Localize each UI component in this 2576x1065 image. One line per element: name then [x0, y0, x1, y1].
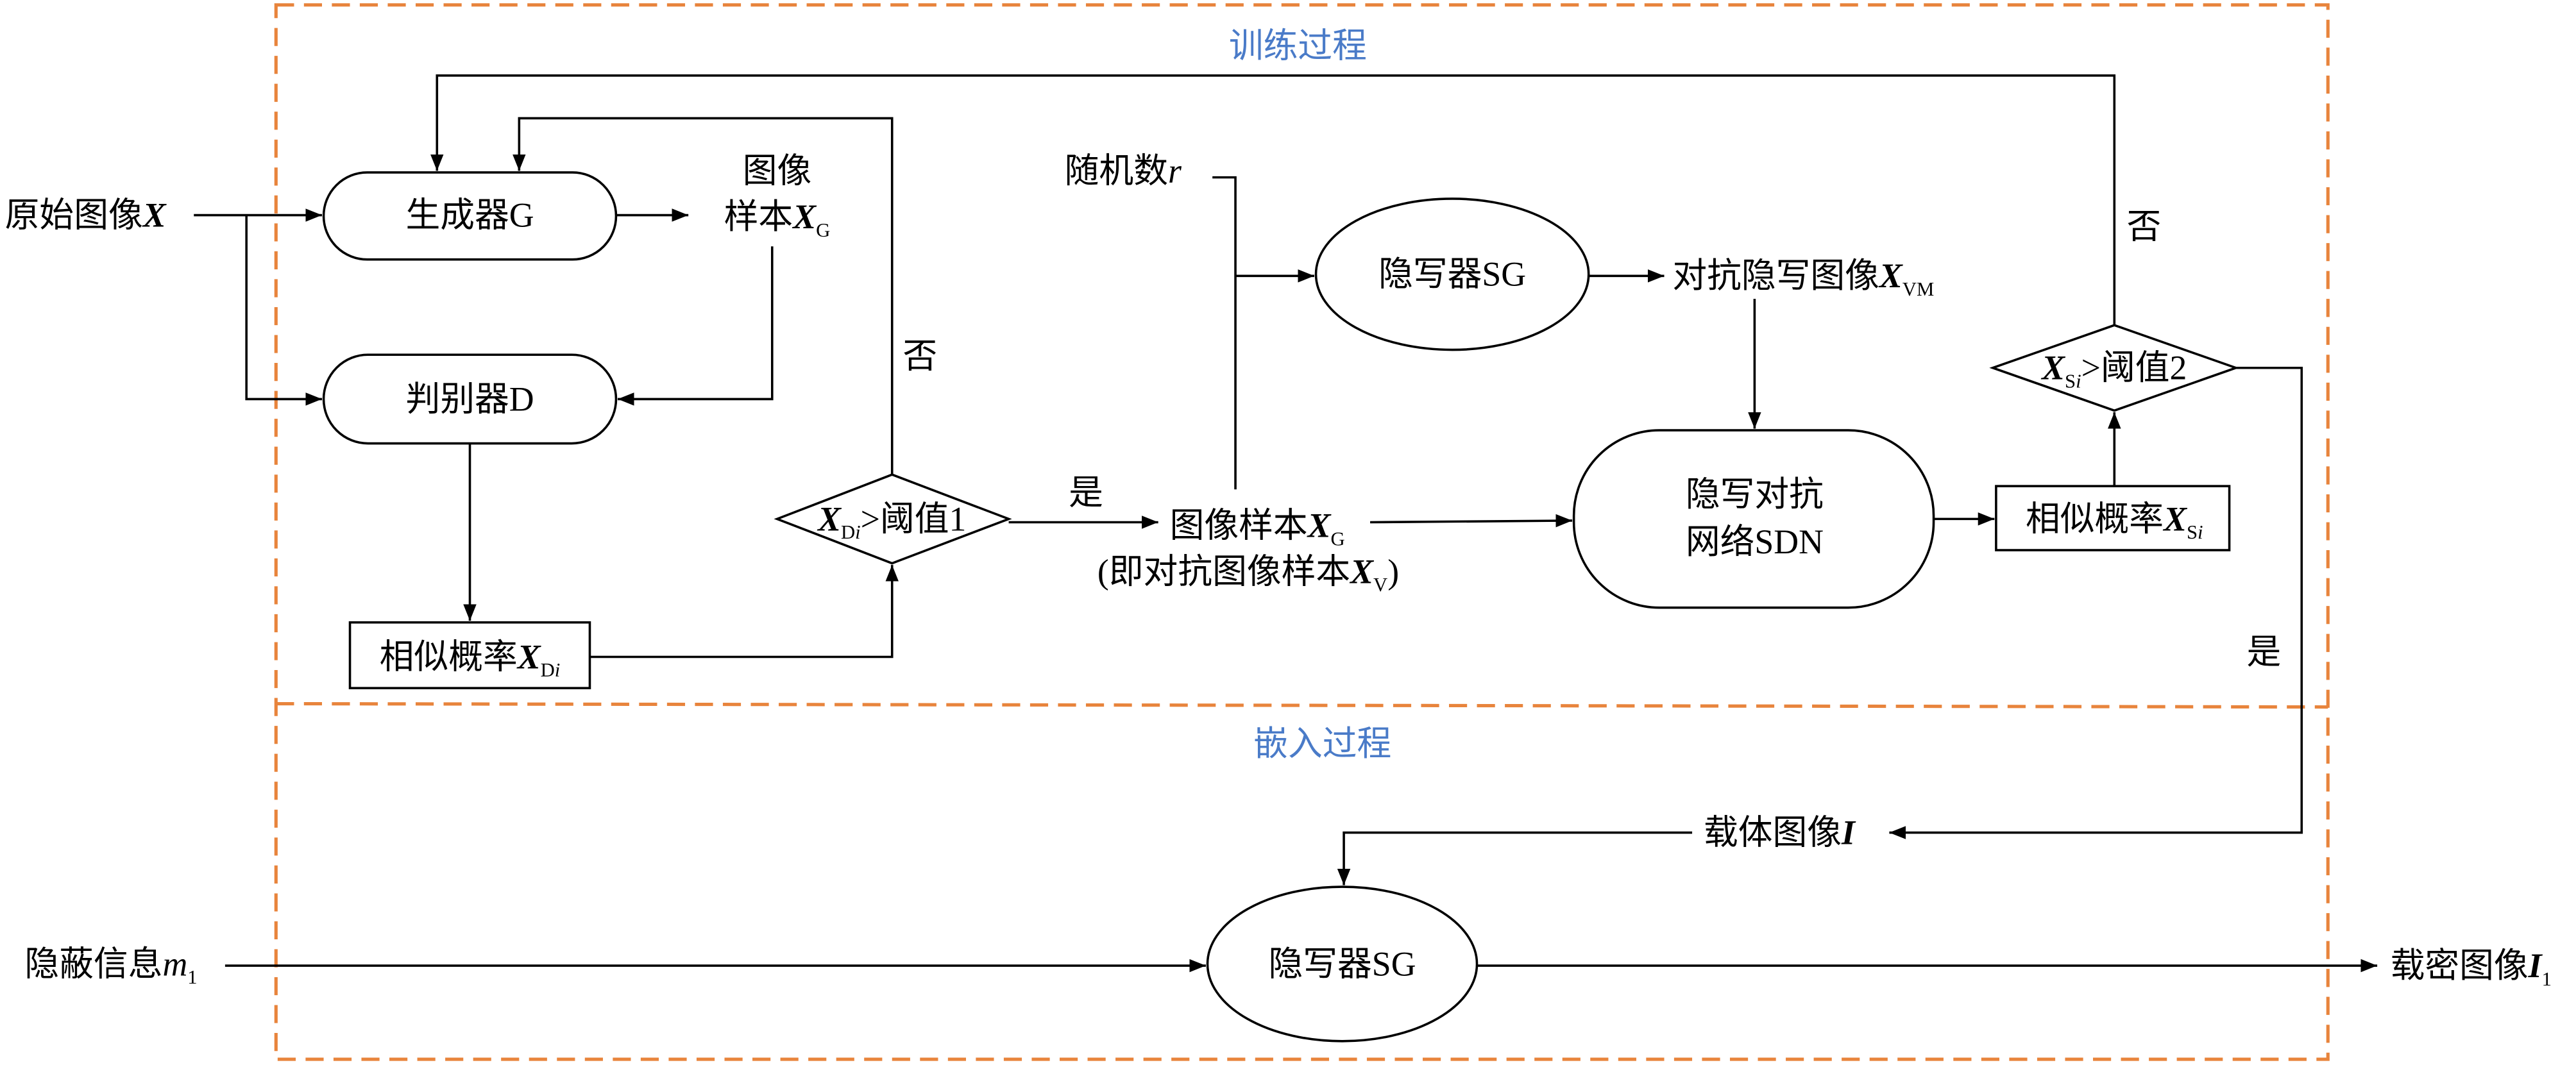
generated-sample-sub: G [816, 219, 830, 241]
section-frames [274, 3, 2330, 1061]
discriminator-label: 判别器D [405, 380, 534, 418]
image-sample-note-var: X [1349, 552, 1374, 591]
steganographer-embed-label: 隐写器SG [1269, 944, 1416, 983]
arrow-cover-to-steganographer-embed [1337, 831, 1693, 885]
threshold-1-sub: D [841, 521, 855, 543]
similarity-s-box [1995, 485, 2231, 551]
similarity-d-sub: D [541, 659, 555, 681]
image-sample-var: X [1307, 507, 1332, 545]
connectors [194, 74, 2378, 973]
similarity-d-text: 相似概率 [380, 637, 518, 676]
generator-node [322, 171, 618, 261]
similarity-s-label: 相似概率XSi [2026, 499, 2203, 543]
generator-label: 生成器G [405, 196, 534, 234]
similarity-s-text: 相似概率 [2026, 499, 2164, 538]
stego-image-label: 载密图像I1 [2391, 946, 2552, 990]
hidden-message-sub: 1 [187, 966, 197, 988]
image-sample-note-suffix: ) [1387, 552, 1399, 591]
adversarial-stego-image-text: 对抗隐写图像 [1672, 256, 1879, 295]
generated-sample-var: X [792, 197, 817, 236]
threshold-2-text: >阈值2 [2081, 349, 2187, 387]
generated-sample-text: 样本 [724, 197, 793, 236]
adversarial-stego-image-sub: VM [1902, 278, 1935, 300]
steganographer-embed-node [1206, 885, 1479, 1043]
training-process-title: 训练过程 [1229, 27, 1367, 65]
random-number-text: 随机数 [1065, 151, 1168, 190]
adversarial-stego-image-label: 对抗隐写图像XVM [1672, 256, 1934, 300]
arrow-original-to-discriminator [245, 215, 322, 406]
threshold-2-yes-label: 是 [2246, 633, 2281, 671]
image-sample-sub: G [1331, 528, 1345, 549]
cover-image-text: 载体图像 [1704, 813, 1842, 851]
similarity-d-label: 相似概率XDi [380, 637, 561, 681]
sdn-node [1572, 429, 1935, 609]
sdn-label-line2: 网络SDN [1686, 523, 1824, 561]
image-sample-note-prefix: (即对抗图像样本 [1097, 552, 1350, 591]
stego-image-var: I [2528, 946, 2543, 985]
cover-image-var: I [1841, 813, 1856, 851]
section-divider [276, 701, 2328, 709]
discriminator-node [322, 353, 618, 445]
image-sample-note: (即对抗图像样本XV) [1097, 552, 1399, 596]
threshold-1-yes-label: 是 [1069, 473, 1103, 512]
arrow-sample-to-discriminator [618, 246, 774, 406]
random-number-var: r [1168, 151, 1182, 190]
similarity-d-box [348, 621, 591, 689]
image-sample-label: 图像样本XG [1170, 507, 1345, 550]
hidden-message-var: m [162, 944, 187, 983]
threshold-2-sub: S [2065, 370, 2076, 392]
steganographer-train-node [1314, 197, 1590, 351]
arrow-threshold-2-yes-to-cover [1889, 366, 2303, 839]
stego-image-sub: 1 [2542, 968, 2552, 990]
threshold-2-no-label: 否 [2127, 207, 2162, 246]
original-image-text: 原始图像 [5, 196, 143, 234]
hidden-message-label: 隐蔽信息m1 [24, 944, 197, 988]
similarity-s-var: X [2162, 499, 2187, 538]
adversarial-stego-image-var: X [1878, 256, 1903, 295]
arrow-similarity-d-to-threshold-1 [589, 565, 899, 658]
threshold-2-label: XSi>阈值2 [2040, 349, 2187, 392]
steganographer-train-label: 隐写器SG [1378, 255, 1526, 294]
threshold-1-diamond [774, 473, 1012, 565]
image-sample-text: 图像样本 [1170, 507, 1308, 545]
process-frame [274, 3, 2330, 1061]
image-sample-note-sub: V [1373, 574, 1387, 596]
random-number-label: 随机数r [1065, 151, 1182, 190]
generated-sample-line1: 图像 [743, 151, 812, 190]
threshold-1-var: X [817, 499, 842, 538]
threshold-2-diamond [1989, 324, 2240, 412]
sdn-label-line1: 隐写对抗 [1686, 475, 1824, 514]
threshold-1-sub-index: i [855, 521, 861, 543]
cover-image-label: 载体图像I [1704, 813, 1856, 851]
threshold-1-label: XDi>阈值1 [817, 499, 966, 543]
similarity-d-sub-index: i [555, 659, 561, 681]
similarity-d-var: X [516, 637, 541, 676]
arrow-image-sample-to-sdn [1370, 514, 1573, 528]
generated-sample-line2: 样本XG [724, 197, 831, 241]
threshold-1-no-label: 否 [902, 337, 937, 376]
nodes [322, 171, 2240, 1043]
threshold-2-sub-index: i [2076, 370, 2081, 392]
stego-image-text: 载密图像 [2391, 946, 2529, 985]
hidden-message-text: 隐蔽信息 [24, 944, 162, 983]
arrow-threshold-2-no-to-generator [430, 74, 2116, 326]
original-image-var: X [142, 196, 167, 234]
similarity-s-sub: S [2187, 521, 2198, 543]
embedding-process-title: 嵌入过程 [1253, 725, 1391, 763]
similarity-s-sub-index: i [2198, 521, 2203, 543]
threshold-1-text: >阈值1 [861, 499, 967, 538]
threshold-2-var: X [2040, 349, 2065, 387]
line-random-number-junction [1212, 176, 1237, 490]
arrow-threshold-1-no-to-generator [513, 117, 894, 475]
original-image-label: 原始图像X [5, 196, 167, 234]
